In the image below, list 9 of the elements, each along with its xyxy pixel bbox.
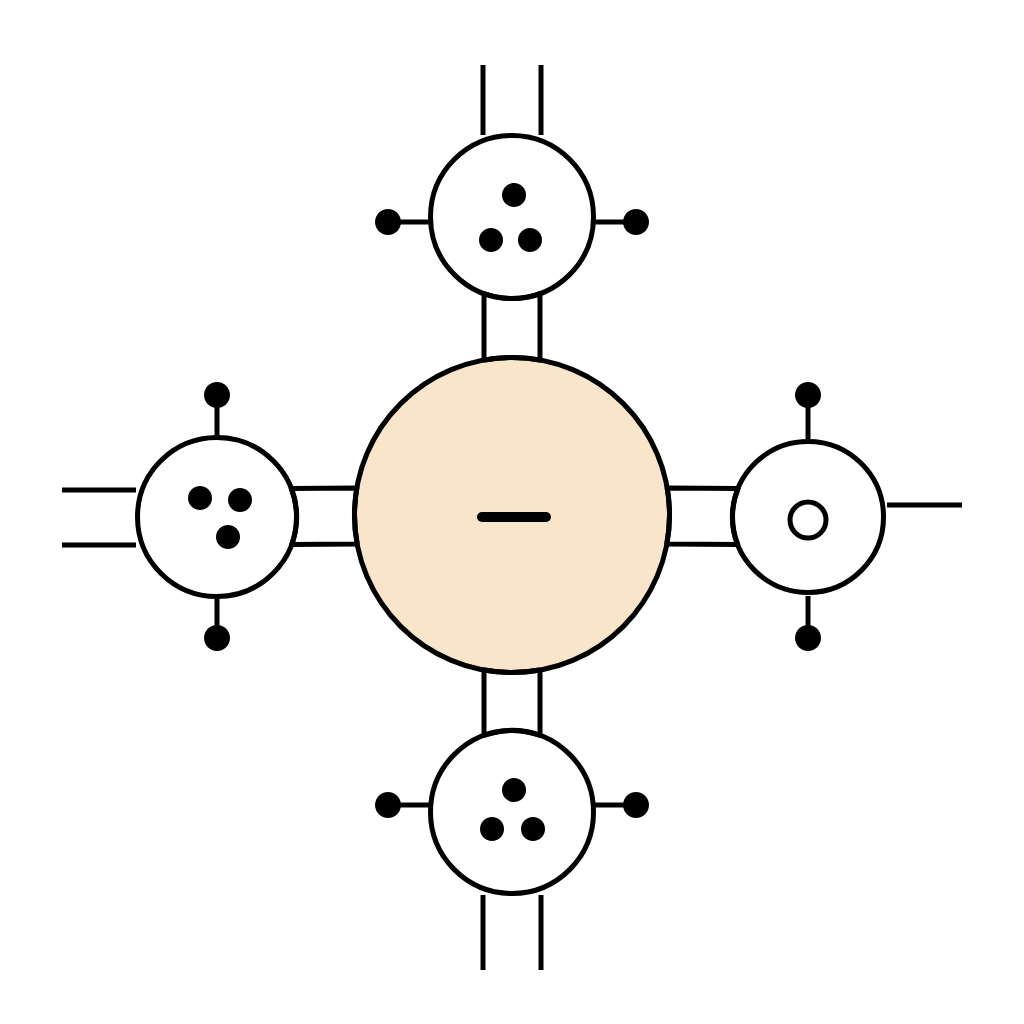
circle — [428, 133, 596, 301]
circle — [428, 728, 596, 896]
circle — [730, 439, 886, 595]
double-line — [481, 667, 543, 738]
double-line — [288, 485, 360, 547]
double-line — [664, 485, 741, 547]
circle — [135, 435, 299, 599]
circle — [352, 355, 672, 675]
double-line — [481, 291, 543, 363]
